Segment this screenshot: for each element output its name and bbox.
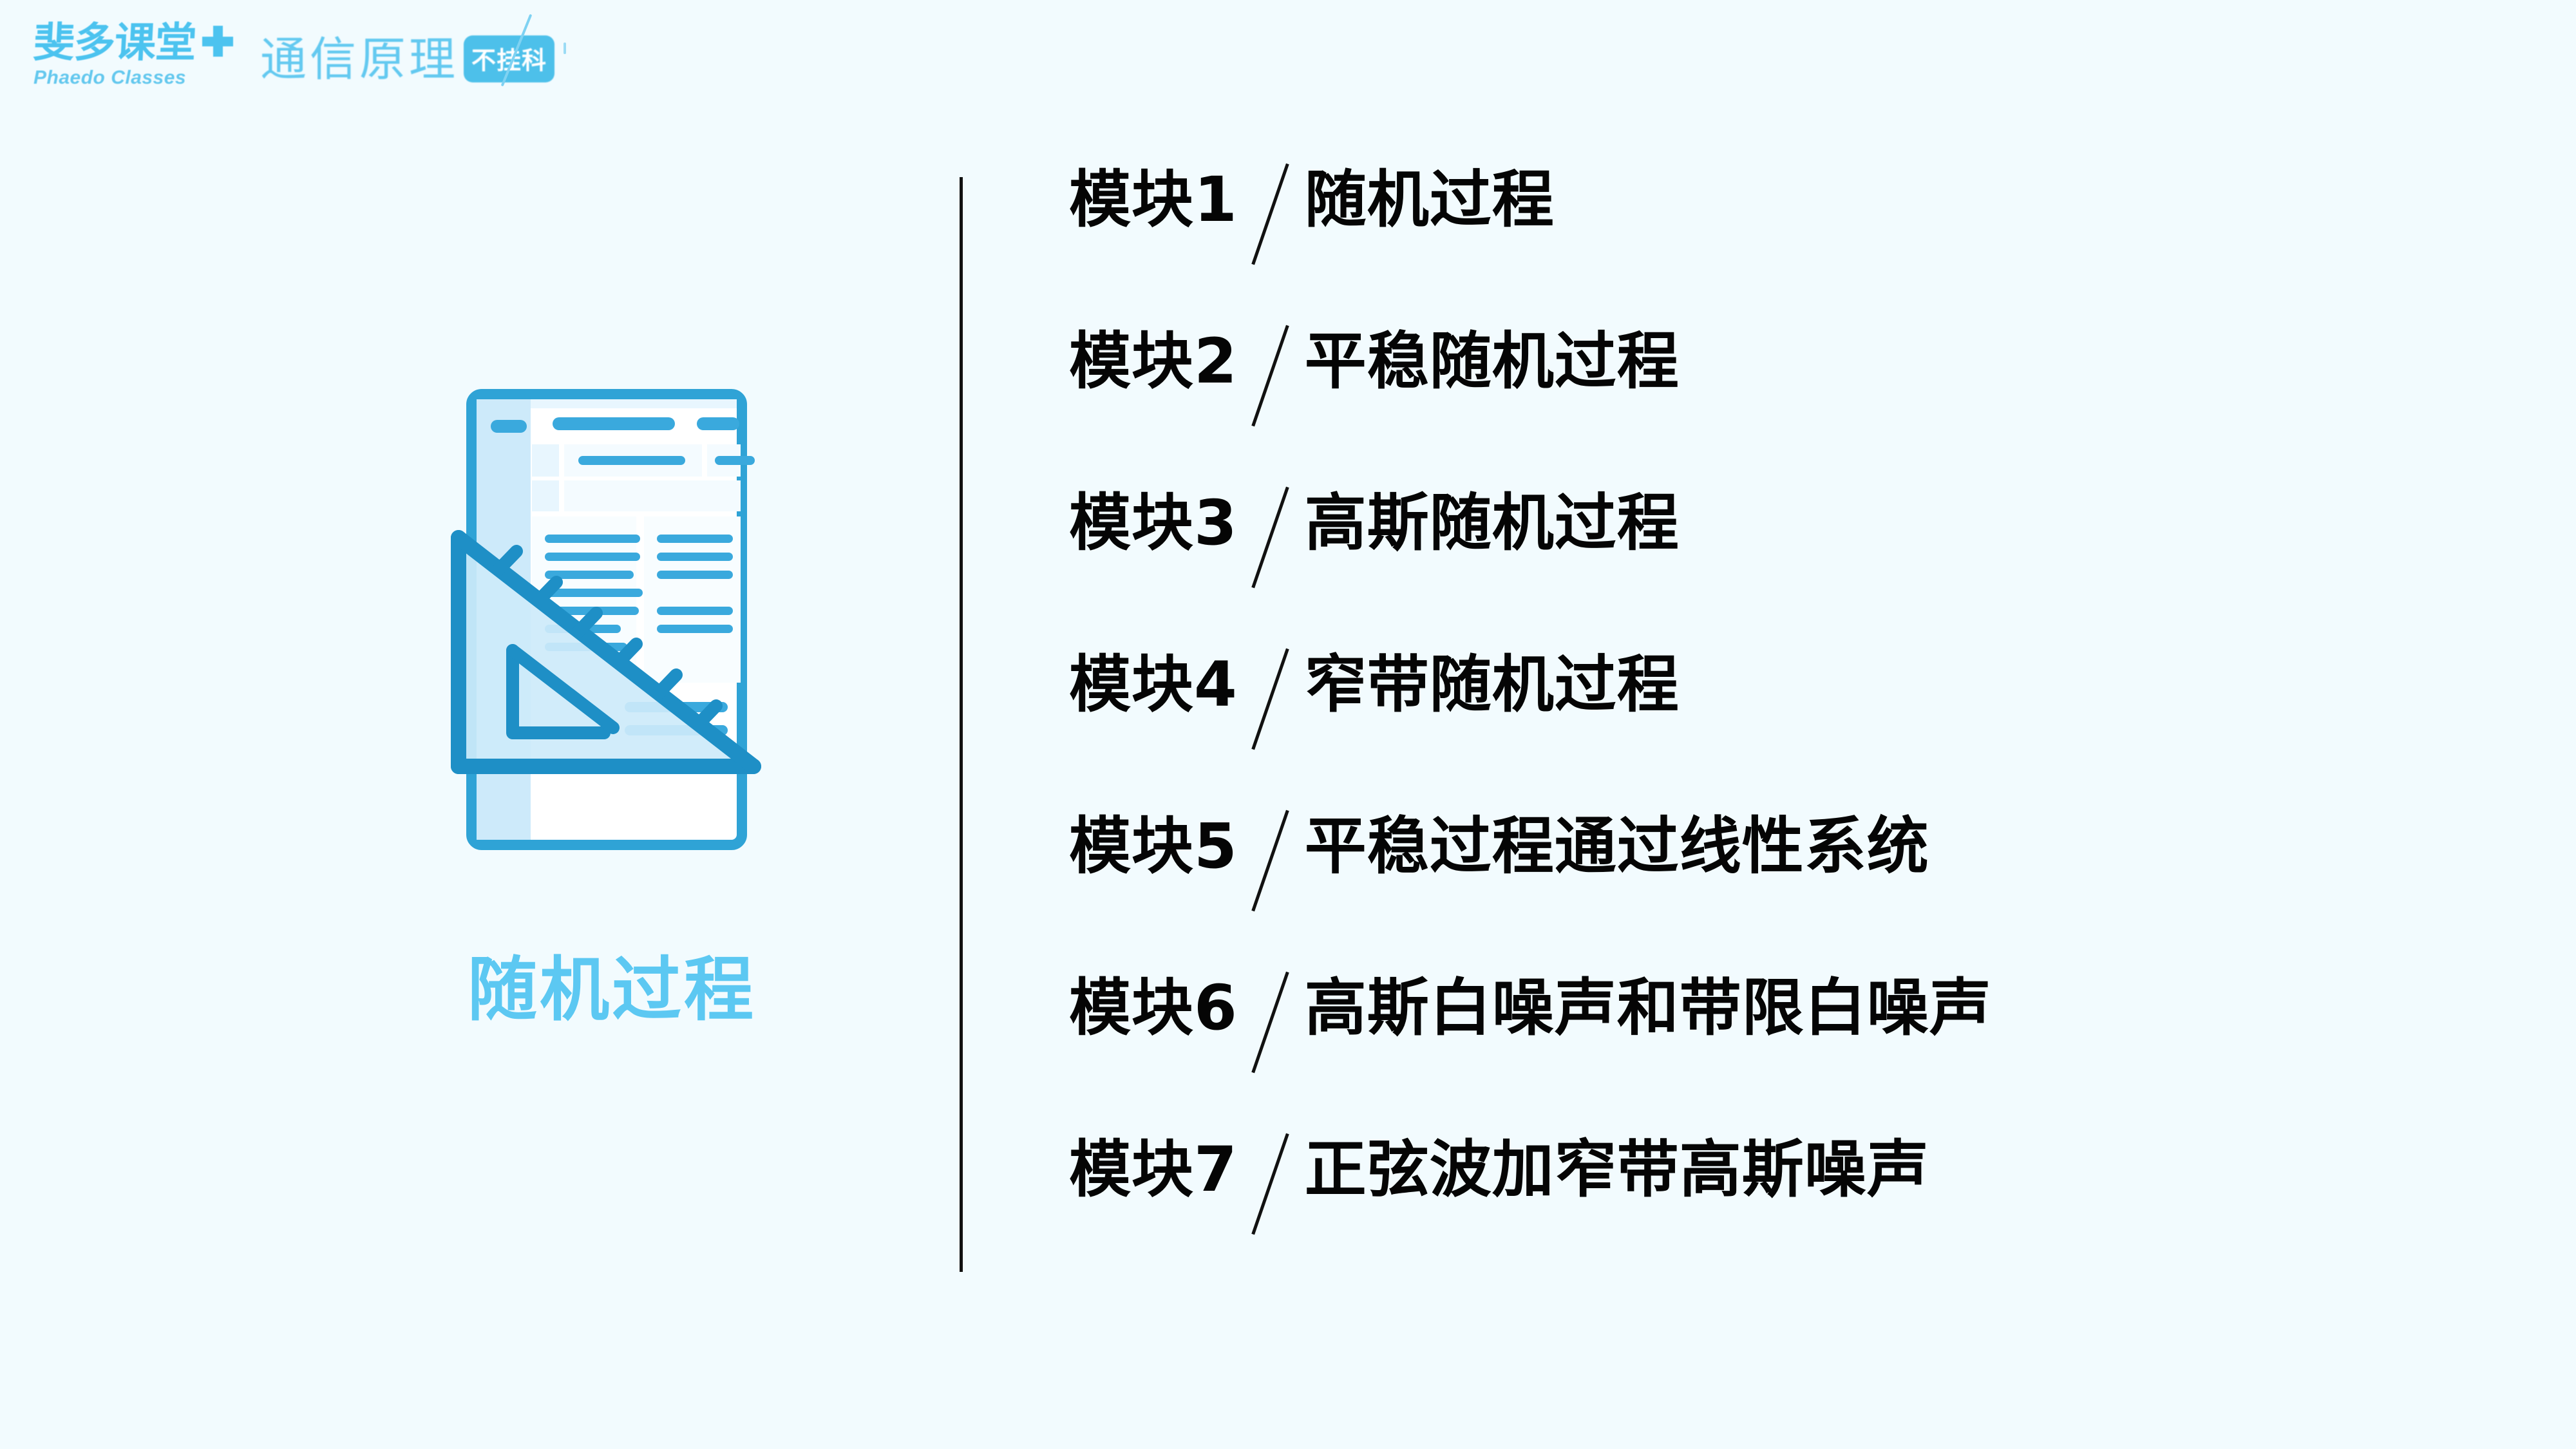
module-label: 模块4 xyxy=(1069,649,1238,721)
slash-separator-icon xyxy=(1238,1139,1305,1235)
list-item[interactable]: 模块7 正弦波加窄带高斯噪声 xyxy=(1069,1139,2550,1300)
brand-name-cn: 斐多课堂 xyxy=(32,19,197,67)
module-title: 窄带随机过程 xyxy=(1304,649,1680,721)
module-label: 模块5 xyxy=(1069,810,1238,882)
list-item[interactable]: 模块2 平稳随机过程 xyxy=(1069,330,2550,492)
course-title: 通信原理 xyxy=(260,32,459,86)
list-item[interactable]: 模块6 高斯白噪声和带限白噪声 xyxy=(1069,977,2550,1139)
slash-separator-icon xyxy=(1238,330,1305,427)
header-bar: 斐多课堂 Phaedo Classes 通信原理 不挂科 xyxy=(0,0,2576,109)
list-item[interactable]: 模块5 平稳过程通过线性系统 xyxy=(1069,815,2550,977)
slash-separator-icon xyxy=(1238,977,1305,1074)
module-label: 模块1 xyxy=(1069,164,1238,236)
module-title: 高斯随机过程 xyxy=(1304,487,1680,559)
topic-caption: 随机过程 xyxy=(467,950,756,1030)
vertical-rule-icon xyxy=(960,177,963,1272)
module-title: 平稳随机过程 xyxy=(1304,325,1680,397)
module-title: 随机过程 xyxy=(1304,164,1555,236)
course-badge: 不挂科 xyxy=(464,35,555,82)
diagonal-slash-dot-icon xyxy=(564,43,566,54)
module-label: 模块3 xyxy=(1069,487,1238,559)
document-with-triangle-ruler-icon xyxy=(431,380,792,908)
slash-separator-icon xyxy=(1238,169,1305,265)
module-label: 模块2 xyxy=(1069,325,1238,397)
brand-logo[interactable]: 斐多课堂 Phaedo Classes xyxy=(32,19,233,88)
list-item[interactable]: 模块3 高斯随机过程 xyxy=(1069,492,2550,654)
module-list: 模块1 随机过程 模块2 平稳随机过程 模块3 高斯随机过程 模块4 窄带随机过… xyxy=(1069,169,2550,1300)
module-title: 高斯白噪声和带限白噪声 xyxy=(1304,972,1992,1044)
module-label: 模块6 xyxy=(1069,972,1238,1044)
brand-logo-cn-row: 斐多课堂 xyxy=(32,19,233,67)
slash-separator-icon xyxy=(1238,815,1305,912)
slash-separator-icon xyxy=(1238,654,1305,750)
module-title: 正弦波加窄带高斯噪声 xyxy=(1304,1133,1929,1206)
left-panel: 随机过程 xyxy=(399,380,824,1034)
module-title: 平稳过程通过线性系统 xyxy=(1304,810,1929,882)
module-label: 模块7 xyxy=(1069,1133,1238,1206)
course-title-group: 通信原理 不挂科 xyxy=(260,21,555,89)
slash-separator-icon xyxy=(1238,492,1305,589)
brand-name-en: Phaedo Classes xyxy=(33,66,187,88)
list-item[interactable]: 模块4 窄带随机过程 xyxy=(1069,654,2550,815)
list-item[interactable]: 模块1 随机过程 xyxy=(1069,169,2550,330)
plus-icon xyxy=(202,25,233,57)
